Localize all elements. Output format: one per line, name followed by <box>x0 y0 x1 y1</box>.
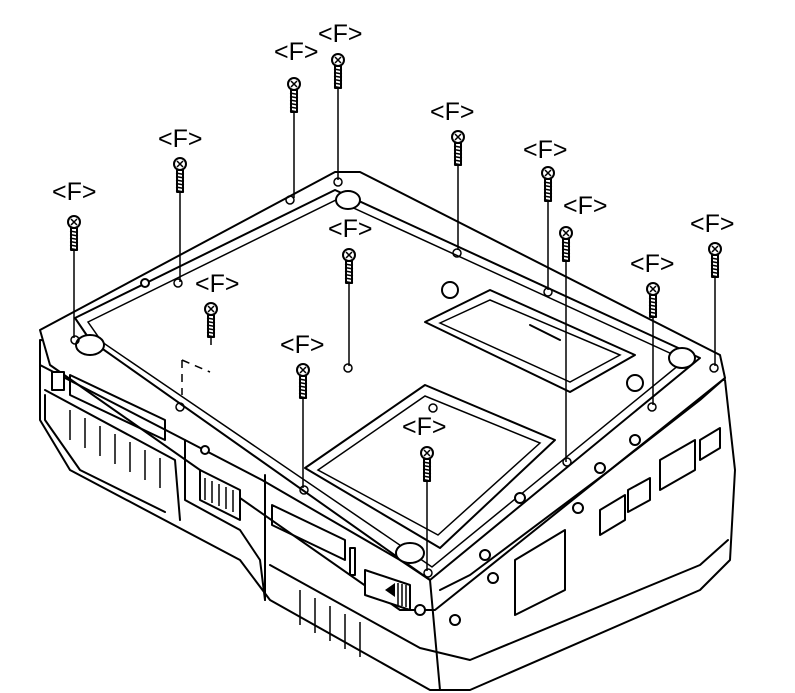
screw-thread <box>543 181 553 202</box>
screw-label: <F> <box>274 38 318 66</box>
screw-callout: <F> <box>523 136 567 290</box>
screw-cross-icon <box>649 285 657 293</box>
screw-thread <box>69 230 79 251</box>
screw-callout: <F> <box>158 125 202 282</box>
screw-callout: <F> <box>430 98 474 250</box>
screw-cross-icon <box>207 305 215 313</box>
screw-label: <F> <box>158 125 202 153</box>
screw-callout: <F> <box>690 210 734 366</box>
screw-thread <box>344 263 354 284</box>
screw-thread <box>710 257 720 278</box>
screw-group: <F><F><F><F><F><F><F><F><F><F><F><F><F> <box>52 20 734 571</box>
screw-label: <F> <box>430 98 474 126</box>
laptop-body <box>39 171 736 691</box>
screw-callout: <F> <box>318 20 362 180</box>
screw-thread <box>561 241 571 262</box>
screw-cross-icon <box>176 160 184 168</box>
screw-callout: <F> <box>328 215 372 366</box>
screw-callout: <F> <box>195 270 239 345</box>
screw-cross-icon <box>299 366 307 374</box>
screw-thread <box>298 378 308 399</box>
screw-thread <box>206 317 216 338</box>
screw-label: <F> <box>328 215 372 243</box>
screw-callout: <F> <box>52 178 96 338</box>
screw-cross-icon <box>423 449 431 457</box>
screw-label: <F> <box>523 136 567 164</box>
screw-label: <F> <box>402 413 446 441</box>
screw-thread <box>648 297 658 318</box>
screw-callout: <F> <box>274 38 318 198</box>
screw-cross-icon <box>562 229 570 237</box>
screw-thread <box>453 145 463 166</box>
screw-callout: <F> <box>280 331 324 488</box>
screw-thread <box>422 461 432 482</box>
screw-cross-icon <box>544 169 552 177</box>
screw-callout: <F> <box>402 413 446 571</box>
screw-cross-icon <box>711 245 719 253</box>
screw-label: <F> <box>195 270 239 298</box>
screw-callout: <F> <box>630 250 674 405</box>
screw-label: <F> <box>52 178 96 206</box>
screw-label: <F> <box>563 192 607 220</box>
screw-label: <F> <box>318 20 362 48</box>
screw-callout: <F> <box>559 192 607 462</box>
screw-cross-icon <box>454 133 462 141</box>
screw-cross-icon <box>334 56 342 64</box>
screw-cross-icon <box>70 218 78 226</box>
screw-cross-icon <box>290 80 298 88</box>
screw-thread <box>289 92 299 113</box>
screw-label: <F> <box>280 331 324 359</box>
screw-cross-icon <box>345 251 353 259</box>
screw-thread <box>333 68 343 89</box>
screw-label: <F> <box>690 210 734 238</box>
screw-label: <F> <box>630 250 674 278</box>
screw-thread <box>175 172 185 193</box>
